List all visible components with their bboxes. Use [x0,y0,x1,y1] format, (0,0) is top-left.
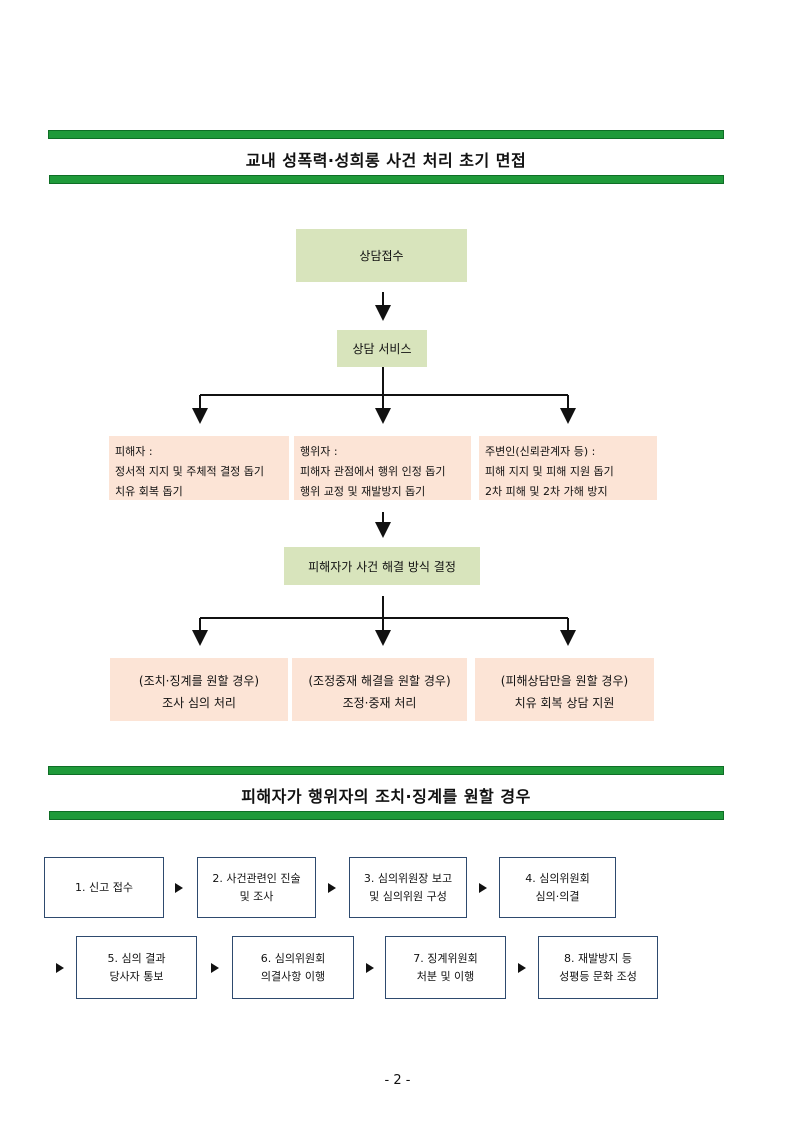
process-step-4: 4. 심의위원회 심의·의결 [499,857,616,918]
page-number: - 2 - [384,1073,411,1088]
arrow-right-icon [175,883,183,893]
step-line: 심의·의결 [535,889,580,903]
case-action: 조사 심의 처리 [162,696,236,710]
case-action: 치유 회복 상담 지원 [514,696,615,710]
process-step-1: 1. 신고 접수 [44,857,164,918]
process-step-7: 7. 징계위원회 처분 및 이행 [385,936,506,999]
role-line: 치유 회복 돕기 [115,485,183,498]
role-line: 행위자 : [300,445,338,458]
case-box-counseling: (피해상담만을 원할 경우) 치유 회복 상담 지원 [475,658,654,721]
step-line: 5. 심의 결과 [107,951,166,965]
step-line: 2. 사건관련인 진술 [212,871,301,885]
step-line: 의결사항 이행 [260,969,326,983]
case-box-mediation: (조정중재 해결을 원할 경우) 조정·중재 처리 [292,658,467,721]
arrow-right-icon [211,963,219,973]
role-line: 피해 지지 및 피해 지원 돕기 [485,465,614,478]
offender-role-box: 행위자 : 피해자 관점에서 행위 인정 돕기 행위 교정 및 재발방지 돕기 [294,436,471,500]
process-step-5: 5. 심의 결과 당사자 통보 [76,936,197,999]
process-step-6: 6. 심의위원회 의결사항 이행 [232,936,354,999]
victim-role-box: 피해자 : 정서적 지지 및 주체적 결정 돕기 치유 회복 돕기 [109,436,289,500]
process-step-8: 8. 재발방지 등 성평등 문화 조성 [538,936,658,999]
case-condition: (조치·징계를 원할 경우) [138,674,260,688]
case-condition: (조정중재 해결을 원할 경우) [308,674,451,688]
counseling-service-box: 상담 서비스 [337,330,427,367]
arrow-right-icon [479,883,487,893]
intake-box: 상담접수 [296,229,467,282]
arrow-right-icon [56,963,64,973]
step-line: 및 심의위원 구성 [369,889,447,903]
role-line: 2차 피해 및 2차 가해 방지 [485,485,608,498]
process-step-2: 2. 사건관련인 진술 및 조사 [197,857,316,918]
role-line: 행위 교정 및 재발방지 돕기 [300,485,426,498]
role-line: 정서적 지지 및 주체적 결정 돕기 [115,465,265,478]
step-line: 1. 신고 접수 [75,880,133,894]
step-line: 7. 징계위원회 [413,951,478,965]
role-line: 피해자 : [115,445,153,458]
decision-box: 피해자가 사건 해결 방식 결정 [284,547,480,585]
step-line: 8. 재발방지 등 [563,951,633,965]
process-step-3: 3. 심의위원장 보고 및 심의위원 구성 [349,857,467,918]
case-box-discipline: (조치·징계를 원할 경우) 조사 심의 처리 [110,658,288,721]
role-line: 피해자 관점에서 행위 인정 돕기 [300,465,446,478]
step-line: 3. 심의위원장 보고 [363,871,453,885]
step-line: 및 조사 [239,889,274,903]
bystander-role-box: 주변인(신뢰관계자 등) : 피해 지지 및 피해 지원 돕기 2차 피해 및 … [479,436,657,500]
step-line: 처분 및 이행 [416,969,475,983]
step-line: 성평등 문화 조성 [559,969,637,983]
arrow-right-icon [366,963,374,973]
case-condition: (피해상담만을 원할 경우) [500,674,629,688]
green-rule-top [48,130,724,139]
role-line: 주변인(신뢰관계자 등) : [485,445,596,458]
section-1-title: 교내 성폭력·성희롱 사건 처리 초기 면접 [245,151,527,170]
arrow-right-icon [518,963,526,973]
green-rule-bottom [49,175,724,184]
step-line: 4. 심의위원회 [525,871,590,885]
case-action: 조정·중재 처리 [342,696,417,710]
green-rule-top [48,766,724,775]
step-line: 6. 심의위원회 [260,951,326,965]
green-rule-bottom [49,811,724,820]
arrow-right-icon [328,883,336,893]
step-line: 당사자 통보 [109,969,164,983]
section-2-title: 피해자가 행위자의 조치·징계를 원할 경우 [241,787,531,806]
